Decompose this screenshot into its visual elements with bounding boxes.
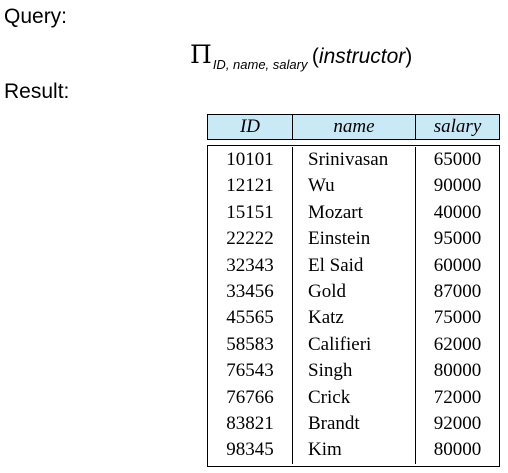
- table-row: 76766 Crick 72000: [208, 384, 499, 411]
- open-paren: (: [311, 45, 319, 68]
- projection-expression: ΠID, name, salary (instructor): [190, 40, 412, 72]
- table-row: 58583 Califieri 62000: [208, 331, 499, 359]
- cell-salary: 40000: [433, 201, 482, 223]
- table-body: 10101 Srinivasan 65000 12121 Wu 90000 15…: [207, 145, 500, 467]
- cell-name: Mozart: [293, 199, 416, 227]
- table-row: 76543 Singh 80000: [208, 358, 499, 385]
- cell-name: Kim: [293, 437, 416, 464]
- projection-attributes: ID, name, salary: [212, 57, 308, 72]
- cell-name: Einstein: [293, 226, 416, 253]
- cell-id: 45565: [208, 305, 293, 332]
- cell-salary: 87000: [433, 280, 482, 302]
- cell-name: Gold: [293, 278, 416, 306]
- table-row: 83821 Brandt 92000: [208, 410, 499, 438]
- cell-name: Califieri: [293, 331, 416, 359]
- close-paren: ): [405, 45, 413, 68]
- cell-name: El Said: [293, 252, 416, 279]
- table-row: 22222 Einstein 95000: [208, 226, 499, 253]
- query-label: Query:: [4, 5, 68, 28]
- cell-id: 33456: [208, 278, 293, 306]
- cell-id: 32343: [208, 252, 293, 279]
- column-header-id: ID: [208, 115, 293, 139]
- relation-name: instructor: [318, 45, 406, 68]
- table-row: 32343 El Said 60000: [208, 252, 499, 279]
- table-header: ID name salary: [207, 114, 500, 140]
- cell-salary: 90000: [433, 175, 482, 197]
- cell-salary: 60000: [433, 254, 482, 276]
- cell-name: Brandt: [293, 410, 416, 438]
- cell-salary: 80000: [433, 360, 482, 382]
- cell-name: Srinivasan: [293, 147, 416, 174]
- cell-name: Crick: [293, 384, 416, 411]
- table-row: 10101 Srinivasan 65000: [208, 147, 499, 174]
- cell-name: Wu: [293, 173, 416, 200]
- table-row: 98345 Kim 80000: [208, 437, 499, 464]
- cell-id: 76766: [208, 384, 293, 411]
- cell-id: 22222: [208, 226, 293, 253]
- cell-id: 10101: [208, 147, 293, 174]
- table-row: 15151 Mozart 40000: [208, 199, 499, 227]
- cell-salary: 65000: [433, 149, 482, 170]
- cell-salary: 72000: [433, 386, 482, 408]
- cell-salary: 95000: [433, 228, 482, 250]
- column-header-salary: salary: [433, 116, 482, 137]
- result-table: ID name salary 10101 Srinivasan 65000 12…: [207, 114, 500, 467]
- table-row: 12121 Wu 90000: [208, 173, 499, 200]
- cell-id: 98345: [208, 437, 293, 464]
- table-row: 33456 Gold 87000: [208, 278, 499, 306]
- table-row: 45565 Katz 75000: [208, 305, 499, 332]
- cell-salary: 75000: [433, 307, 482, 329]
- cell-salary: 80000: [433, 439, 482, 461]
- cell-name: Singh: [293, 358, 416, 385]
- cell-id: 58583: [208, 331, 293, 359]
- cell-name: Katz: [293, 305, 416, 332]
- cell-salary: 92000: [433, 412, 482, 434]
- cell-id: 15151: [208, 199, 293, 227]
- projection-operator: Π: [190, 40, 212, 69]
- cell-salary: 62000: [433, 333, 482, 355]
- cell-id: 83821: [208, 410, 293, 438]
- result-label: Result:: [4, 80, 70, 103]
- column-header-name: name: [293, 115, 416, 139]
- cell-id: 76543: [208, 358, 293, 385]
- cell-id: 12121: [208, 173, 293, 200]
